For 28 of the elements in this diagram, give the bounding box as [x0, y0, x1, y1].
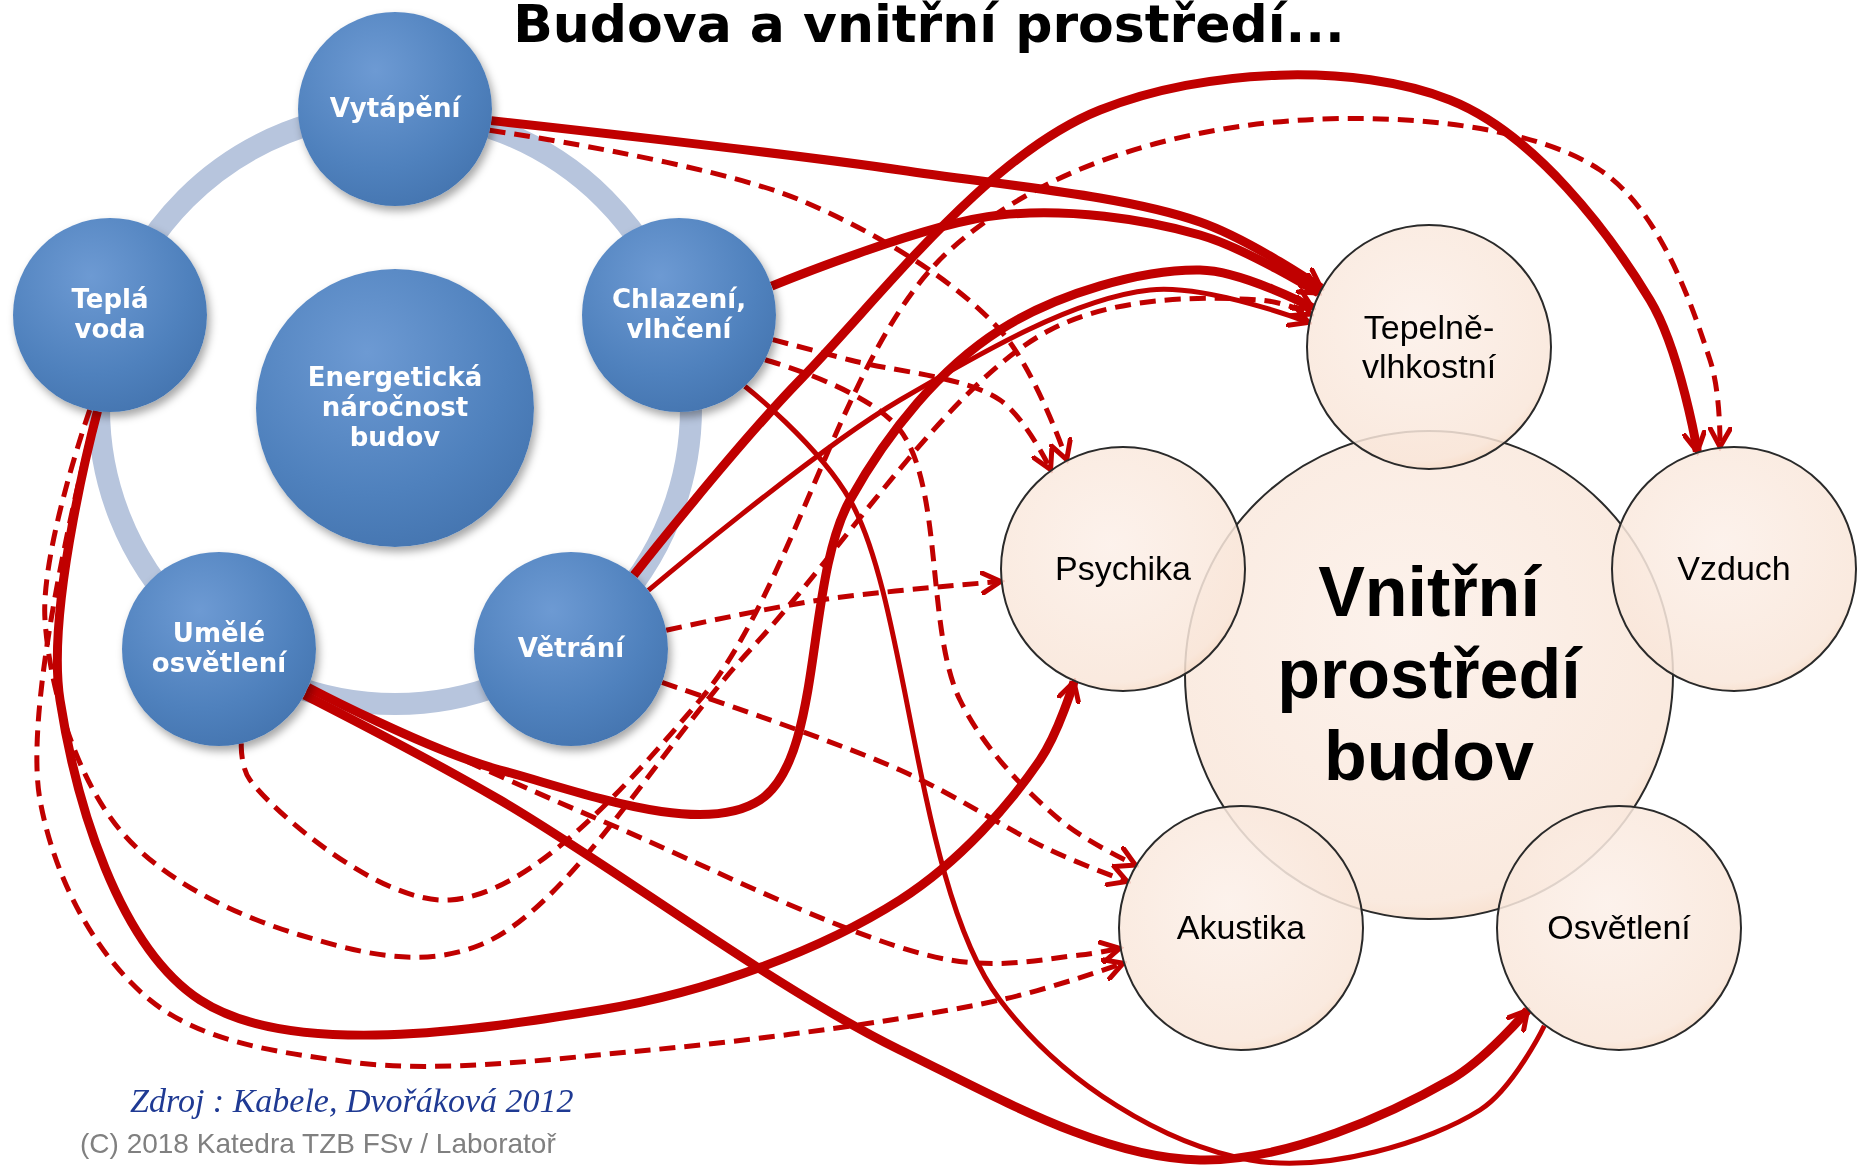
title: Budova a vnitřní prostředí...	[512, 0, 1346, 54]
node-label: Větrání	[517, 634, 625, 664]
node-label: Chlazení, vlhčení	[610, 285, 748, 345]
node-label: Tepelně- vlhkostní	[1360, 307, 1498, 387]
arrow	[665, 570, 1004, 633]
arrow	[306, 265, 1315, 819]
source-note: Zdroj : Kabele, Dvořáková 2012	[130, 1082, 574, 1120]
arrow	[769, 208, 1321, 297]
arrow	[764, 357, 1138, 869]
node-label: Vzduch	[1677, 549, 1791, 589]
arrow	[661, 680, 1130, 888]
node-label: Akustika	[1176, 908, 1306, 948]
node-label: Vnitřní prostředí budov	[1276, 552, 1584, 797]
arrow	[42, 295, 1313, 960]
node-label: Psychika	[1054, 549, 1192, 589]
arrow	[630, 70, 1707, 578]
arrow	[489, 127, 1073, 463]
arrow	[302, 690, 1531, 1165]
node-label: Vytápění	[329, 94, 461, 124]
arrow	[772, 337, 1055, 473]
arrow	[306, 686, 1123, 966]
copyright-note: (C) 2018 Katedra TZB FSv / Laboratoř	[80, 1128, 556, 1160]
node-label: Teplá voda	[70, 285, 150, 345]
arrow	[238, 116, 1733, 903]
node-label: Energetická náročnost budov	[306, 363, 484, 453]
arrow	[646, 287, 1311, 593]
node-label: Osvětlení	[1547, 908, 1691, 948]
node-label: Umělé osvětlení	[150, 619, 288, 679]
